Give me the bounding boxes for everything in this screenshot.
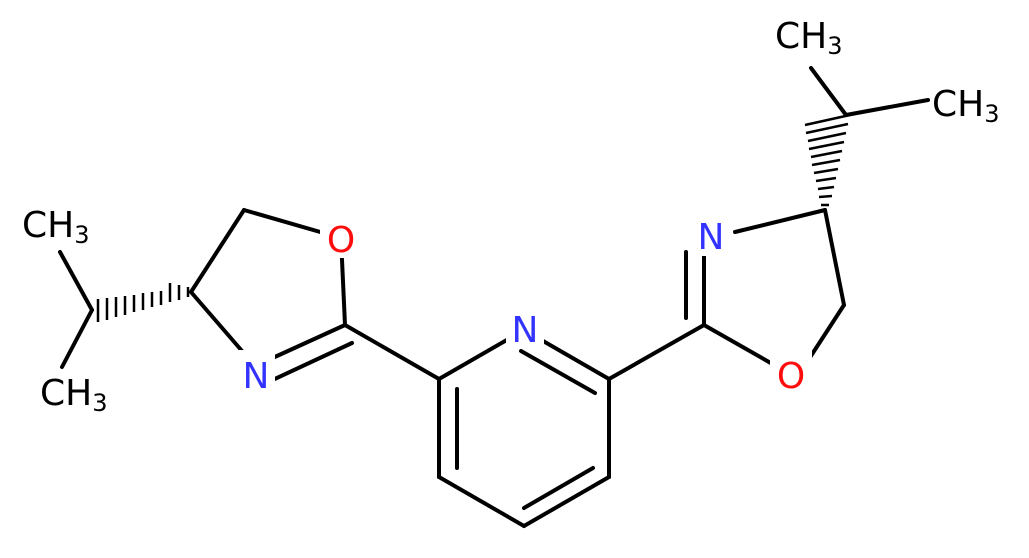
bond-right-ch-ch3-side	[844, 98, 930, 117]
methyl-right-top: CH3	[775, 16, 843, 60]
atom-n-pyridine: N	[512, 310, 539, 351]
atom-labels: N N O N O	[237, 212, 812, 397]
pyridine-ring	[437, 328, 611, 528]
methyl-right-side: CH3	[932, 84, 1000, 128]
bond-pyr-c3-c4	[522, 475, 611, 528]
bond-pyr-c3-c4-double	[522, 466, 595, 510]
bond-left-c5-c4	[189, 208, 246, 294]
bond-right-c5-o	[805, 303, 846, 364]
bond-pyr-c4-c5	[437, 475, 526, 528]
bond-right-o-c2	[702, 323, 778, 368]
atom-n-left-ring: N	[243, 356, 270, 397]
right-oxazoline-ring	[684, 208, 846, 368]
right-hashed-wedge	[804, 113, 851, 207]
bond-left-ch-ch3-bottom	[60, 308, 94, 369]
bond-pyr-n-c2-double	[519, 349, 597, 395]
atom-n-right-ring: N	[698, 217, 725, 258]
atom-o-right-ring: O	[777, 356, 805, 397]
bond-right-ch-ch3-top	[809, 66, 848, 117]
methyl-labels: CH3 CH3 CH3 CH3	[22, 16, 1000, 417]
left-hashed-wedge	[96, 283, 190, 322]
bond-left-ch-ch3-top	[58, 250, 94, 312]
methyl-left-bottom: CH3	[40, 373, 108, 417]
bond-left-n-c2-double	[262, 341, 354, 386]
bond-right-c4-c5	[823, 208, 846, 307]
bond-pyr-to-left-oxazoline	[343, 323, 441, 381]
methyl-left-top: CH3	[22, 205, 90, 249]
atom-o-left-ring: O	[327, 220, 355, 261]
bond-right-n-c4	[733, 208, 827, 234]
bond-pyr-to-right-oxazoline	[607, 323, 706, 381]
